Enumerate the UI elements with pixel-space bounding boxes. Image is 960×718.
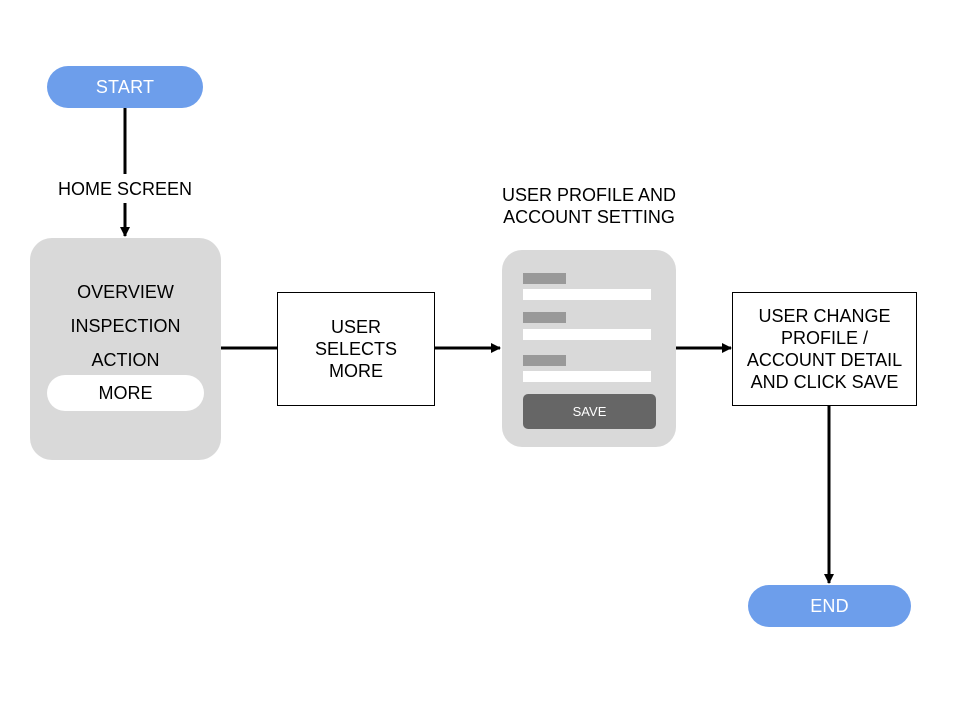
- menu-item-overview: OVERVIEW: [77, 282, 174, 302]
- form-label-placeholder: [523, 312, 566, 323]
- user-selects-more-text: USER SELECTS MORE: [314, 317, 398, 381]
- save-button: SAVE: [523, 394, 656, 429]
- form-field-placeholder: [523, 289, 651, 300]
- menu-item-inspection: INSPECTION: [70, 316, 181, 336]
- profile-settings-title: USER PROFILE AND ACCOUNT SETTING: [501, 185, 677, 227]
- user-selects-more-step: USER SELECTS MORE: [277, 292, 435, 406]
- home-screen-label: HOME SCREEN: [57, 179, 192, 199]
- menu-item-action: ACTION: [91, 350, 160, 370]
- form-field-placeholder: [523, 371, 651, 382]
- home-screen-mockup: OVERVIEW INSPECTION ACTION MORE: [30, 238, 221, 460]
- menu-item-more: MORE: [47, 375, 204, 411]
- user-change-profile-step: USER CHANGE PROFILE / ACCOUNT DETAIL AND…: [732, 292, 917, 406]
- start-node: START: [47, 66, 203, 108]
- form-field-placeholder: [523, 329, 651, 340]
- end-node: END: [748, 585, 911, 627]
- form-label-placeholder: [523, 355, 566, 366]
- form-label-placeholder: [523, 273, 566, 284]
- user-change-profile-text: USER CHANGE PROFILE / ACCOUNT DETAIL AND…: [746, 306, 903, 392]
- profile-settings-mockup: SAVE: [502, 250, 676, 447]
